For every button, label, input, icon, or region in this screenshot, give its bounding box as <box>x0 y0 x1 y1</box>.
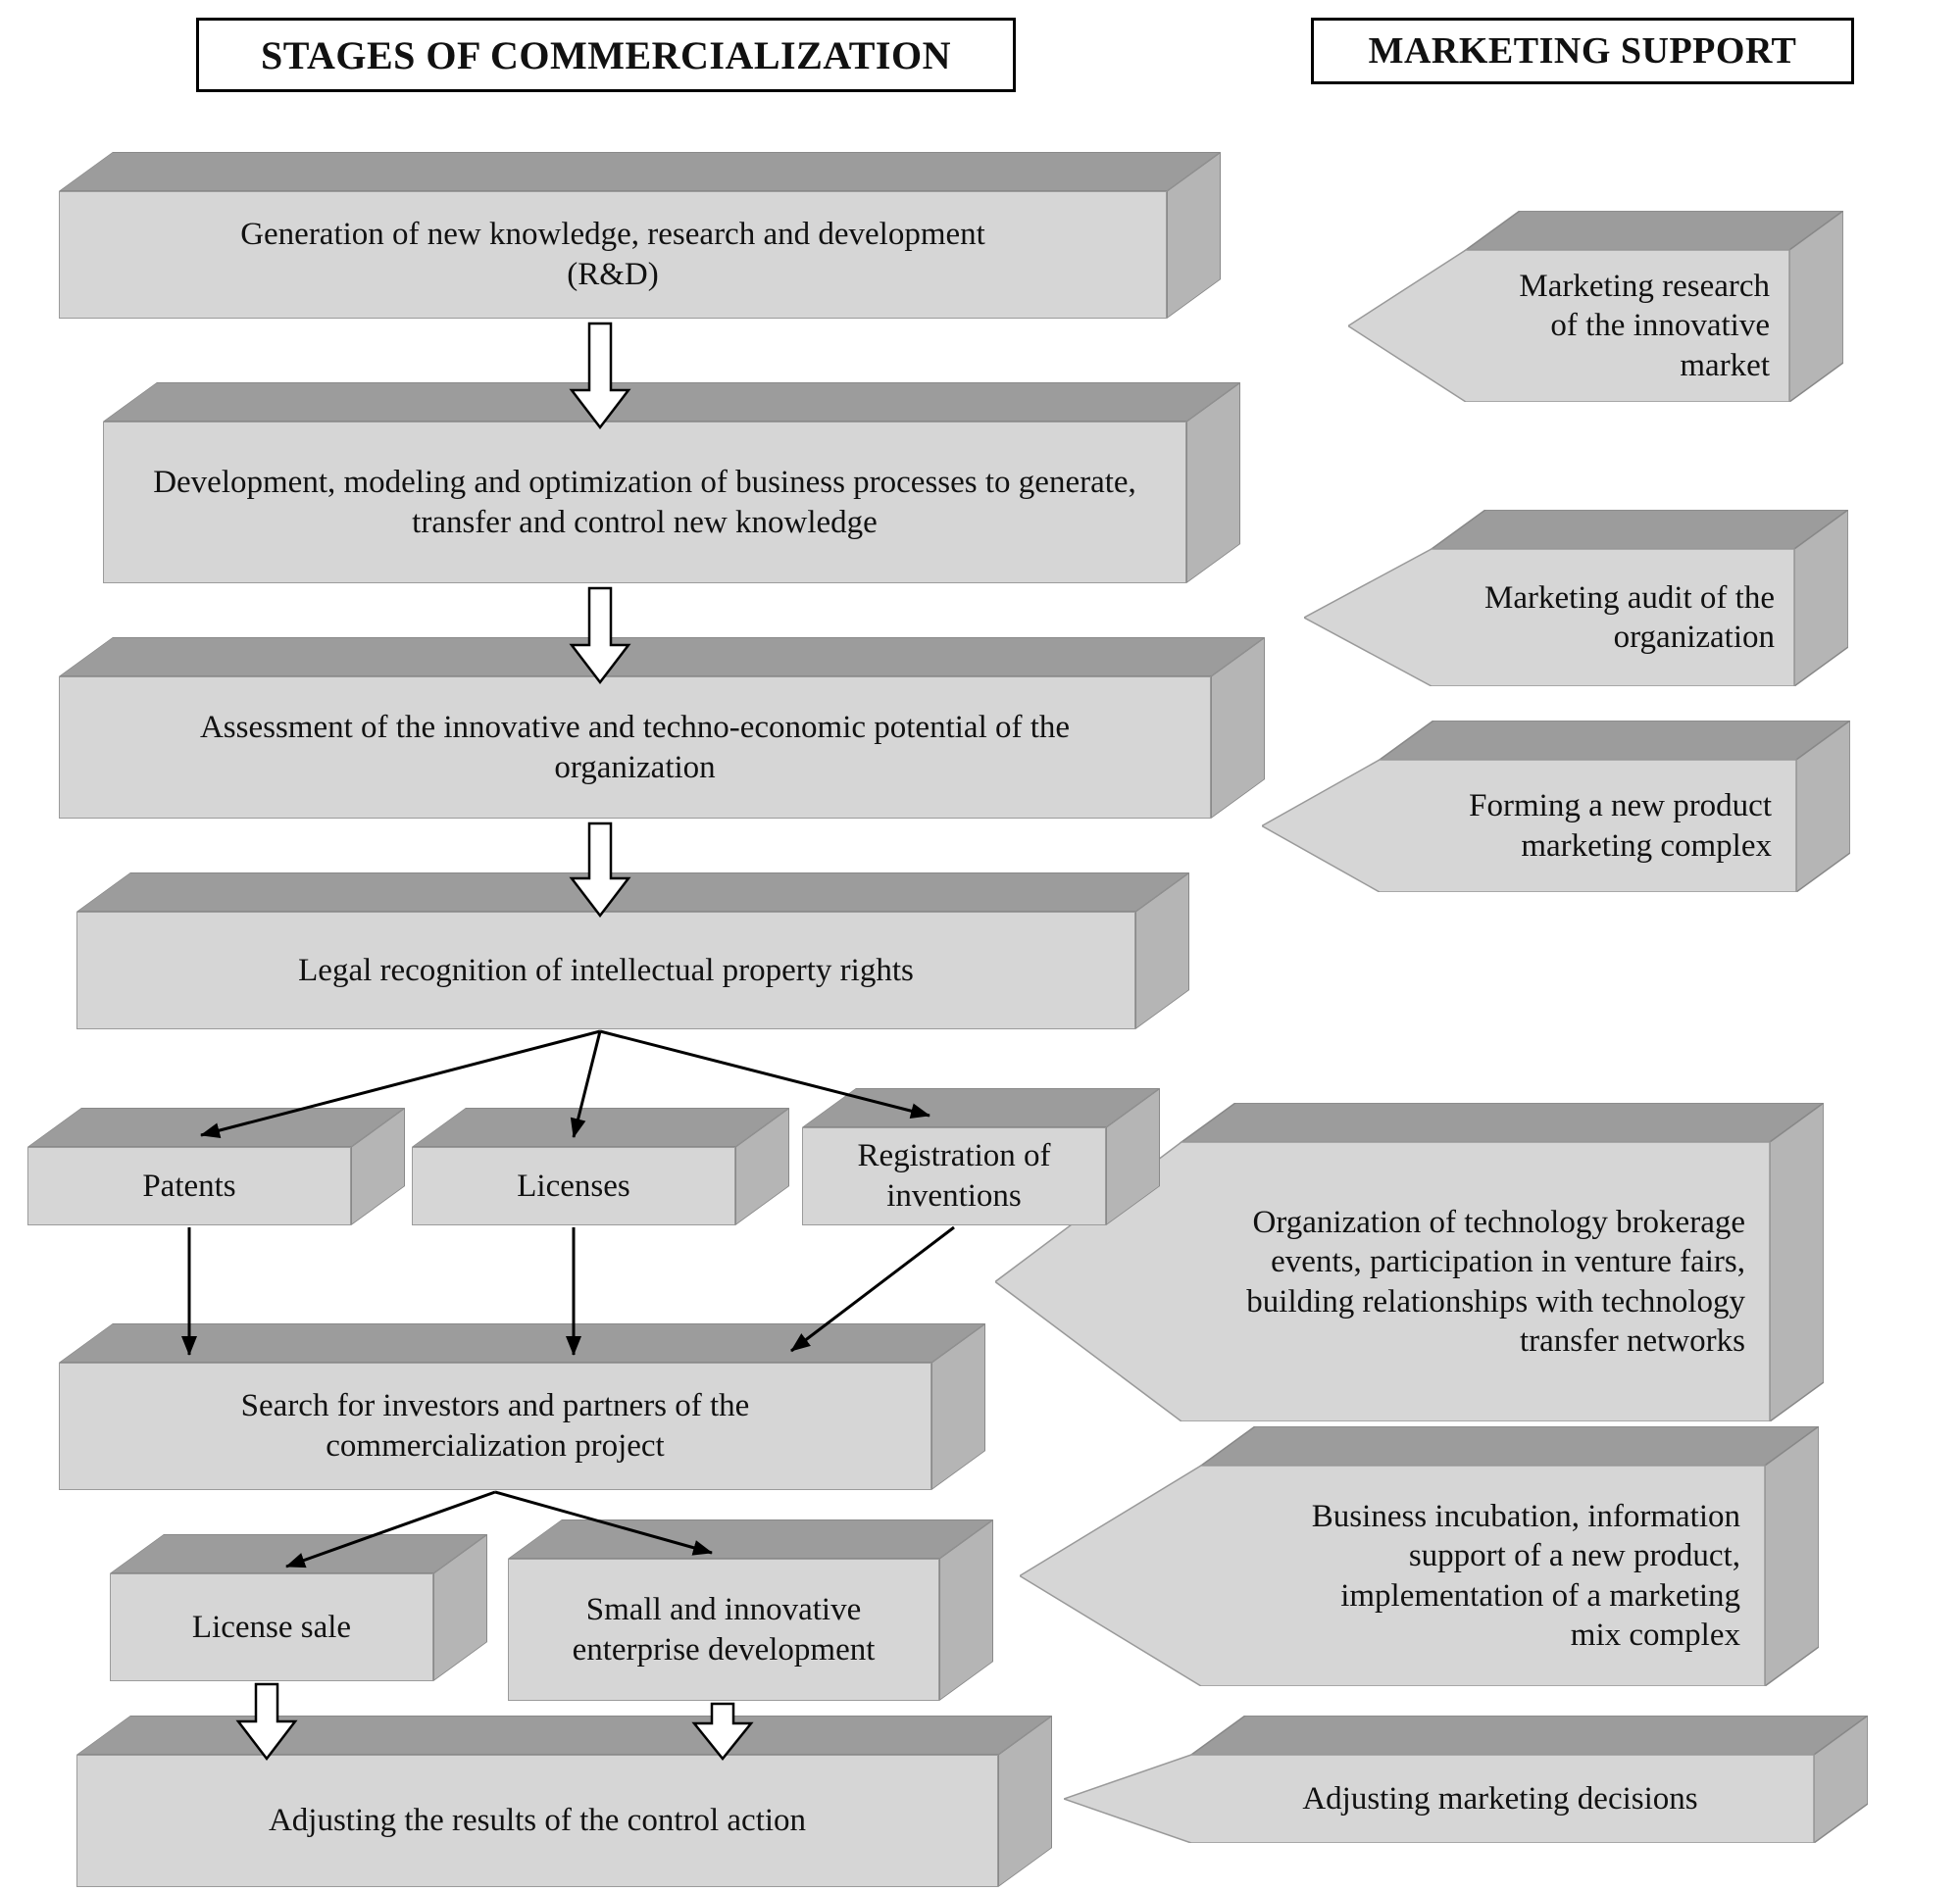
marketing-label-brokerage: Organization of technology brokerage eve… <box>1246 1205 1745 1359</box>
stage-box-search: Search for investors and partners of the… <box>59 1323 986 1490</box>
box-top-face <box>59 1323 986 1363</box>
box-front-face <box>76 1755 998 1887</box>
marketing-arrow-research: Marketing research of the innovative mar… <box>1348 211 1843 402</box>
box-top-face <box>59 637 1266 676</box>
stage-label-adjusting: Adjusting the results of the control act… <box>268 1803 807 1839</box>
box-top-face <box>59 152 1222 191</box>
stage-box-small-enterprise: Small and innovative enterprise developm… <box>508 1519 994 1701</box>
stage-box-patents: Patents <box>27 1108 406 1225</box>
marketing-arrow-brokerage-shape <box>995 1103 1824 1421</box>
stage-label-patents: Patents <box>142 1168 236 1204</box>
stage-label-generation: Generation of new knowledge, research an… <box>240 217 985 292</box>
marketing-arrow-incubation-shape <box>1020 1426 1819 1686</box>
marketing-arrow-audit-shape <box>1304 510 1848 686</box>
marketing-label-adjusting: Adjusting marketing decisions <box>1302 1780 1698 1817</box>
marketing-arrow-forming: Forming a new product marketing complex <box>1262 721 1850 892</box>
marketing-arrow-forming-shape <box>1262 721 1850 892</box>
stage-label-registration: Registration of inventions <box>857 1138 1051 1214</box>
box-front-face <box>59 676 1211 819</box>
marketing-arrow-adjusting-shape <box>1064 1716 1868 1843</box>
left-header-label: STAGES OF COMMERCIALIZATION <box>261 32 951 77</box>
box-top-face <box>802 1088 1161 1127</box>
box-top-face <box>27 1108 406 1147</box>
stage-label-license-sale: License sale <box>191 1609 352 1645</box>
marketing-arrow-adjusting: Adjusting marketing decisions <box>1064 1716 1868 1843</box>
marketing-label-research: Marketing research of the innovative mar… <box>1519 269 1770 383</box>
marketing-arrow-brokerage: Organization of technology brokerage eve… <box>995 1103 1824 1421</box>
stage-label-small-enterprise: Small and innovative enterprise developm… <box>572 1591 876 1668</box>
box-top-face <box>103 382 1241 422</box>
stage-box-license-sale: License sale <box>110 1534 488 1681</box>
box-top-face <box>508 1519 994 1559</box>
stage-box-legal: Legal recognition of intellectual proper… <box>76 872 1190 1029</box>
stage-box-registration: Registration of inventions <box>802 1088 1161 1225</box>
stage-box-assessment: Assessment of the innovative and techno-… <box>59 637 1266 819</box>
stage-box-generation: Generation of new knowledge, research an… <box>59 152 1222 319</box>
stage-box-licenses: Licenses <box>412 1108 790 1225</box>
box-front-face <box>412 1147 735 1225</box>
stage-label-licenses: Licenses <box>517 1168 630 1204</box>
right-header-label: MARKETING SUPPORT <box>1368 30 1797 72</box>
stage-label-development: Development, modeling and optimization o… <box>153 464 1136 540</box>
box-top-face <box>110 1534 488 1573</box>
box-front-face <box>103 422 1186 583</box>
box-top-face <box>76 1716 1053 1755</box>
stage-box-development: Development, modeling and optimization o… <box>103 382 1241 583</box>
marketing-label-incubation: Business incubation, information support… <box>1311 1499 1740 1653</box>
stage-label-legal: Legal recognition of intellectual proper… <box>298 952 914 988</box>
marketing-arrow-audit: Marketing audit of the organization <box>1304 510 1848 686</box>
marketing-arrow-incubation: Business incubation, information support… <box>1020 1426 1819 1686</box>
stage-label-assessment: Assessment of the innovative and techno-… <box>199 709 1071 785</box>
box-front-face <box>27 1147 351 1225</box>
marketing-label-forming: Forming a new product marketing complex <box>1469 788 1772 864</box>
box-top-face <box>76 872 1190 912</box>
right-column-header: MARKETING SUPPORT <box>1311 18 1854 84</box>
box-front-face <box>59 191 1167 319</box>
box-front-face <box>110 1573 433 1681</box>
marketing-label-audit: Marketing audit of the organization <box>1483 579 1775 655</box>
marketing-arrow-research-shape <box>1348 211 1843 402</box>
left-column-header: STAGES OF COMMERCIALIZATION <box>196 18 1016 92</box>
stage-box-adjusting: Adjusting the results of the control act… <box>76 1716 1091 1887</box>
box-front-face <box>76 912 1135 1029</box>
box-top-face <box>412 1108 790 1147</box>
stage-label-search: Search for investors and partners of the… <box>240 1388 750 1464</box>
box-front-face <box>802 1127 1106 1225</box>
box-front-face <box>59 1363 931 1490</box>
box-front-face <box>508 1559 939 1701</box>
